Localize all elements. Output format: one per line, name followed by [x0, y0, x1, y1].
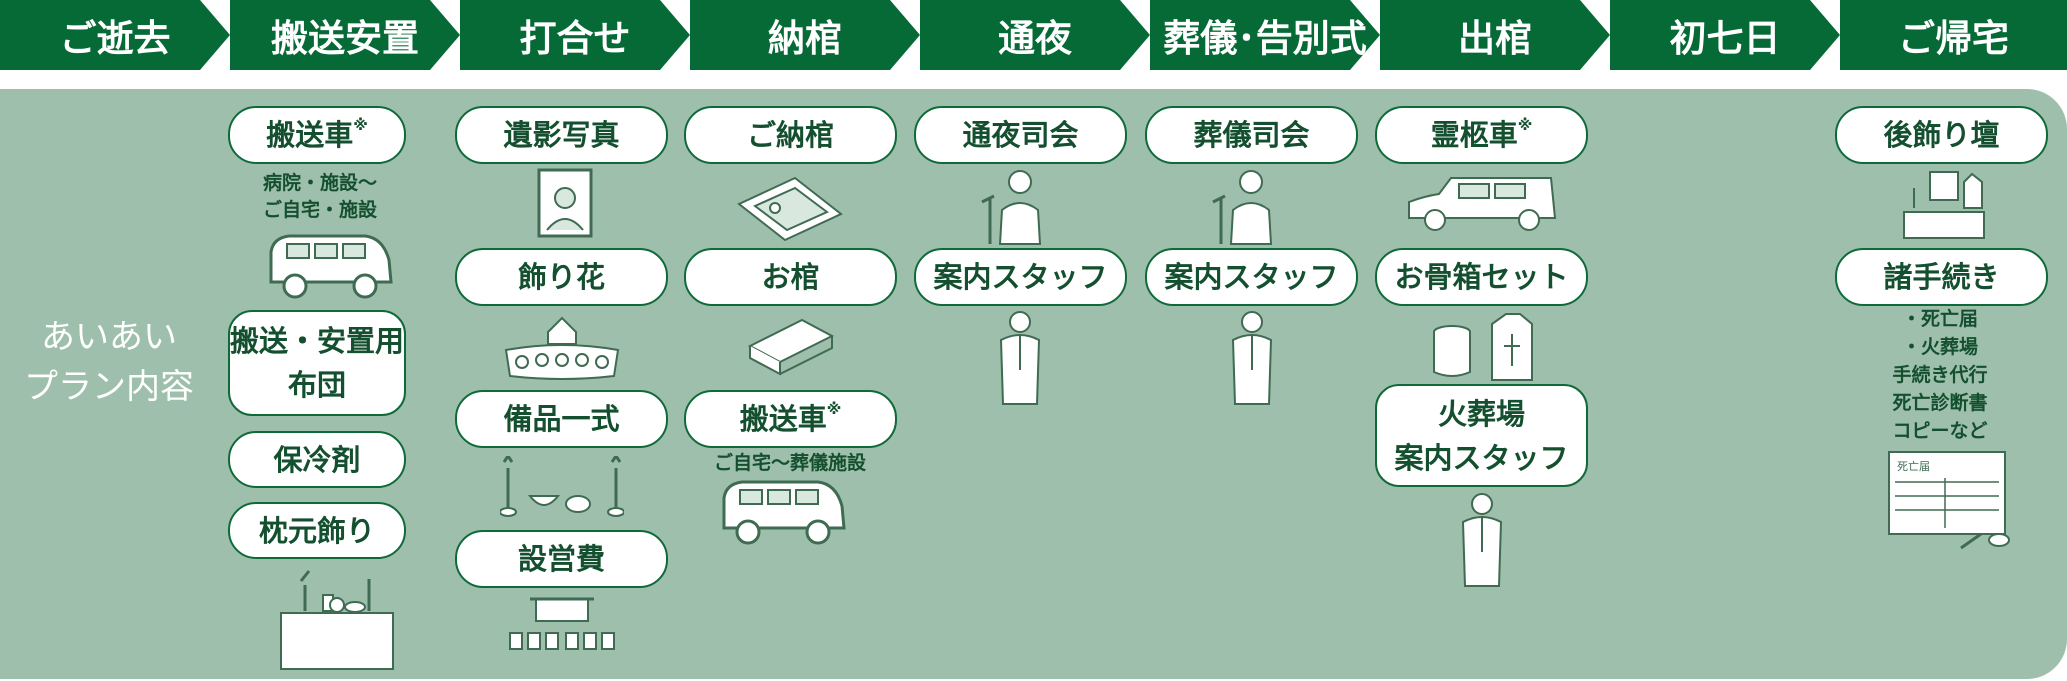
item-procedures: 諸手続き	[1835, 248, 2048, 306]
step-return-home: ご帰宅	[1840, 0, 2067, 70]
item-supplies: 備品一式	[455, 390, 668, 448]
item-wake-mc: 通夜司会	[914, 106, 1127, 164]
item-funeral-mc: 葬儀司会	[1145, 106, 1358, 164]
transport-note-2: ご自宅〜葬儀施設	[713, 452, 866, 474]
asterisk-mark: ※	[826, 400, 842, 418]
step-wake: 通夜	[920, 0, 1150, 70]
list-item: ・火葬場	[1901, 336, 1978, 358]
item-label: 搬送車	[739, 402, 827, 436]
item-coolant: 保冷剤	[228, 431, 406, 488]
step-departure: 出棺	[1380, 0, 1610, 70]
step-passing: ご逝去	[0, 0, 230, 70]
step-funeral: 葬儀･告別式	[1150, 0, 1380, 70]
step-encoffin: 納棺	[690, 0, 920, 70]
candles-incense-icon	[500, 456, 624, 518]
portrait-frame-icon	[537, 168, 593, 238]
funeral-hall-setup-icon	[500, 593, 624, 663]
item-label: 搬送・安置用	[230, 324, 405, 358]
hearse-icon	[1405, 172, 1560, 234]
item-transport-car-2: 搬送車※	[684, 390, 897, 448]
van-icon	[718, 476, 848, 548]
item-label: 搬送車	[266, 118, 354, 152]
urn-box-icon	[1430, 310, 1535, 382]
mc-microphone-icon	[1207, 166, 1287, 246]
note-line: 病院・施設〜	[262, 172, 377, 194]
pillow-altar-icon	[275, 565, 400, 673]
item-encoffin: ご納棺	[684, 106, 897, 164]
list-item: コピーなど	[1892, 420, 1988, 442]
item-label: 布団	[287, 368, 346, 402]
mc-microphone-icon	[976, 166, 1056, 246]
list-item: 死亡診断書	[1892, 392, 1988, 414]
home-altar-icon	[1900, 168, 1988, 240]
flower-altar-icon	[502, 310, 622, 382]
staff-bowing-icon	[1457, 492, 1507, 587]
coffin-icon	[746, 310, 836, 380]
asterisk-mark: ※	[1517, 116, 1533, 134]
item-label: 火葬場	[1437, 396, 1525, 431]
plan-label: あいあい プラン内容	[14, 312, 204, 412]
van-icon	[265, 230, 395, 302]
item-portrait-photo: 遺影写真	[455, 106, 668, 164]
list-item: 手続き代行	[1892, 364, 1988, 386]
item-altar: 後飾り壇	[1835, 106, 2048, 164]
item-pillow-decor: 枕元飾り	[228, 502, 406, 559]
item-label: 霊柩車	[1430, 118, 1518, 152]
plan-label-line1: あいあい	[41, 317, 177, 357]
item-crematory-staff: 火葬場 案内スタッフ	[1375, 384, 1588, 487]
death-form-label: 死亡届	[1897, 459, 1930, 473]
item-label: 案内スタッフ	[1394, 440, 1569, 475]
death-certificate-icon: 死亡届	[1885, 448, 2015, 558]
step-seventh-day: 初七日	[1610, 0, 1840, 70]
item-flowers: 飾り花	[455, 248, 668, 306]
list-item: ・死亡届	[1901, 308, 1978, 330]
encoffin-body-icon	[735, 174, 845, 244]
item-wake-staff: 案内スタッフ	[914, 248, 1127, 306]
item-setup-fee: 設営費	[455, 530, 668, 588]
item-futon: 搬送・安置用 布団	[228, 310, 406, 416]
staff-bowing-icon	[1227, 310, 1277, 405]
item-hearse: 霊柩車※	[1375, 106, 1588, 164]
transport-note: 病院・施設〜 ご自宅・施設	[240, 170, 400, 224]
plan-label-line2: プラン内容	[24, 367, 194, 407]
item-coffin: お棺	[684, 248, 897, 306]
asterisk-mark: ※	[353, 116, 368, 134]
procedures-list: ・死亡届 ・火葬場 手続き代行 死亡診断書 コピーなど	[1860, 305, 2020, 445]
staff-bowing-icon	[995, 310, 1045, 405]
process-steps: ご逝去 搬送安置 打合せ 納棺 通夜 葬儀･告別式 出棺 初七日 ご帰宅	[0, 0, 2067, 70]
note-line: ご自宅・施設	[262, 199, 377, 221]
step-meeting: 打合せ	[460, 0, 690, 70]
item-funeral-staff: 案内スタッフ	[1145, 248, 1358, 306]
item-transport-car: 搬送車※	[228, 106, 406, 164]
step-transport: 搬送安置	[230, 0, 460, 70]
item-urn-set: お骨箱セット	[1375, 248, 1588, 306]
